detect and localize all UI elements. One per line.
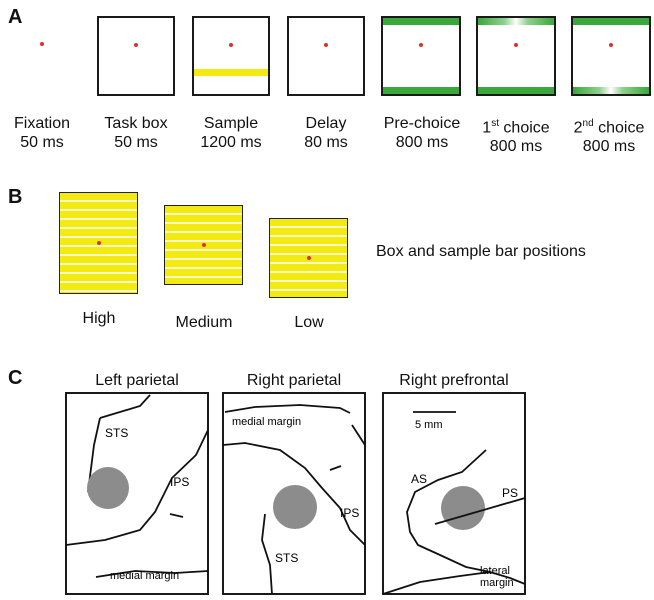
label-ps: PS	[502, 486, 518, 500]
stage-name: Pre-choice	[383, 115, 461, 132]
label-medial-margin: medial margin	[232, 416, 301, 428]
fixation-point	[324, 43, 328, 47]
sulcus-ips	[222, 442, 366, 546]
recording-site	[87, 467, 129, 509]
stage-name-rest: choice	[498, 119, 550, 137]
label-sts: STS	[275, 551, 298, 565]
stage-ordinal-suffix: nd	[582, 118, 594, 129]
map-title-right-prefrontal: Right prefrontal	[399, 372, 509, 389]
stage-name-rest: choice	[593, 119, 645, 137]
sulcus-as	[406, 449, 526, 585]
stage-label-second-choice: 2nd choice 800 ms	[564, 114, 654, 156]
stage-duration: 80 ms	[304, 134, 348, 151]
label-as: AS	[411, 472, 427, 486]
box-position-high	[59, 192, 138, 294]
fixation-point	[134, 43, 138, 47]
fixation-point	[514, 43, 518, 47]
stage-name: Delay	[305, 115, 347, 132]
recording-site	[273, 485, 317, 529]
sample-bar	[194, 69, 268, 76]
choice-bar-top	[383, 18, 459, 25]
stage-label-prechoice: Pre-choice 800 ms	[378, 114, 466, 152]
stage-duration: 800 ms	[395, 134, 449, 151]
stage-duration: 800 ms	[582, 138, 636, 156]
position-label-low: Low	[294, 314, 324, 331]
stage-first-choice-box	[476, 16, 556, 96]
map-right-parietal: medial margin IPS STS	[222, 392, 366, 595]
panel-c-letter: C	[8, 367, 23, 389]
stage-label-fixation: Fixation 50 ms	[2, 114, 82, 152]
label-medial-margin: medial margin	[110, 570, 179, 582]
stage-ordinal: 1	[482, 119, 492, 137]
sulcus-sts	[87, 417, 101, 493]
sulcus-ips	[65, 429, 209, 546]
stage-name: 2nd choice	[564, 114, 654, 137]
map-left-parietal: STS IPS medial margin	[65, 392, 209, 595]
fixation-point	[201, 243, 206, 247]
choice-bar-bottom	[383, 87, 459, 94]
label-lateral-margin-1: lateral	[480, 565, 510, 577]
choice-bar-bottom	[478, 87, 554, 94]
sulcus-ps	[434, 497, 526, 525]
fixation-point	[419, 43, 423, 47]
sulcus-line	[99, 394, 151, 419]
fixation-point	[609, 43, 613, 47]
stage-sample-box	[192, 16, 270, 96]
medial-margin-line	[224, 404, 351, 414]
label-scale: 5 mm	[415, 419, 443, 431]
stage-task-box	[97, 16, 175, 96]
map-title-right-parietal: Right parietal	[246, 372, 342, 389]
lateral-margin-line	[382, 571, 491, 595]
panel-b-caption: Box and sample bar positions	[376, 243, 586, 260]
stage-ordinal-suffix: st	[491, 118, 499, 129]
recording-site	[441, 486, 485, 530]
map-frame	[65, 392, 209, 595]
fixation-point	[40, 42, 44, 46]
stage-name: Fixation	[13, 115, 71, 132]
choice-bar-top	[478, 18, 554, 25]
map-right-prefrontal: 5 mm AS PS lateral margin	[382, 392, 526, 595]
stage-name: Sample	[203, 115, 259, 132]
label-ips: IPS	[340, 506, 359, 520]
panel-a-letter: A	[8, 6, 23, 28]
stage-duration: 800 ms	[489, 138, 543, 156]
box-position-medium	[164, 205, 243, 285]
sulcus-sts	[261, 513, 273, 595]
panel-b-letter: B	[8, 186, 23, 208]
stage-duration: 50 ms	[114, 134, 158, 151]
box-position-low	[269, 218, 348, 298]
sulcus-fragment	[329, 465, 342, 471]
medial-margin-line	[95, 570, 209, 578]
fixation-point	[306, 256, 311, 260]
label-sts: STS	[105, 426, 128, 440]
stage-delay-box	[287, 16, 365, 96]
stage-second-choice-box	[571, 16, 651, 96]
position-label-medium: Medium	[175, 314, 233, 331]
stage-duration: 50 ms	[20, 134, 64, 151]
label-lateral-margin-2: margin	[480, 577, 514, 589]
sulcus-fragment	[169, 513, 184, 518]
sulcus-fragment	[351, 424, 366, 446]
stage-name: 1st choice	[470, 114, 562, 137]
map-frame	[222, 392, 366, 595]
choice-bar-bottom	[573, 87, 649, 94]
stage-label-first-choice: 1st choice 800 ms	[470, 114, 562, 156]
stage-ordinal: 2	[573, 119, 583, 137]
stage-name: Task box	[104, 115, 168, 132]
stage-label-task-box: Task box 50 ms	[96, 114, 176, 152]
stage-label-delay: Delay 80 ms	[286, 114, 366, 152]
map-title-left-parietal: Left parietal	[95, 372, 179, 389]
fixation-point	[229, 43, 233, 47]
stage-label-sample: Sample 1200 ms	[191, 114, 271, 152]
stage-duration: 1200 ms	[200, 134, 262, 151]
stage-prechoice-box	[381, 16, 461, 96]
position-label-high: High	[82, 310, 116, 327]
choice-bar-top	[573, 18, 649, 25]
label-ips: IPS	[170, 475, 189, 489]
fixation-point	[96, 241, 101, 245]
